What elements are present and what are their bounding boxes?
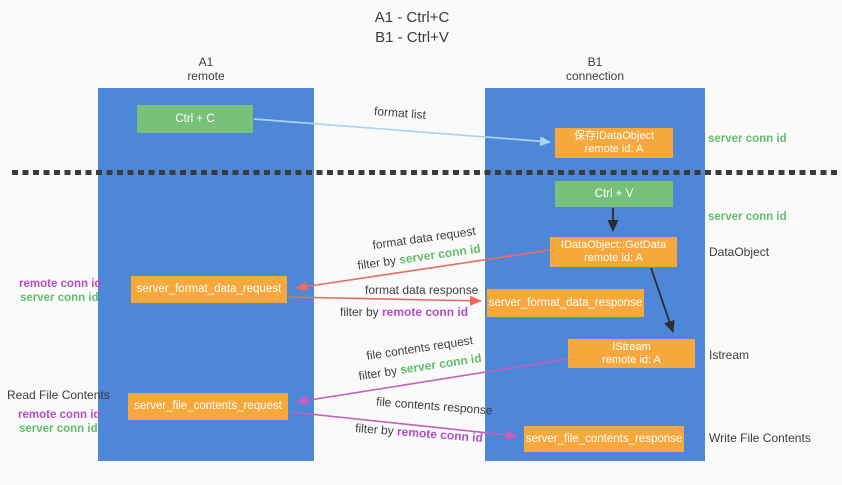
left-server-conn-id-label-2: server conn id: [19, 423, 98, 435]
getdata-box: IDataObject::GetData remote id: A: [550, 237, 677, 267]
diagram-title: A1 - Ctrl+C B1 - Ctrl+V: [0, 8, 824, 48]
file-contents-response-label: file contents response: [375, 394, 494, 418]
left-remote-conn-id-label-2: remote conn id: [18, 409, 101, 421]
server-file-contents-request-label: server_file_contents_request: [134, 400, 282, 412]
title-line-1: A1 - Ctrl+C: [374, 9, 450, 26]
column-b-name: B1: [587, 55, 603, 69]
left-server-conn-id-label-1: server conn id: [20, 292, 99, 304]
format-data-response-arrow: [288, 295, 482, 306]
title-line-2: B1 - Ctrl+V: [375, 29, 449, 46]
save-idataobject-line2: remote id: A: [584, 143, 644, 155]
format-data-response-label: format data response: [365, 283, 479, 297]
server-format-data-response-label: server_format_data_response: [488, 296, 643, 309]
remote-conn-id-text: remote conn id: [396, 424, 484, 446]
istream-line1: IStream: [612, 340, 651, 353]
column-a-header: A1 remote: [98, 55, 314, 83]
column-b-header: B1 connection: [485, 55, 705, 83]
ctrl-c-box: Ctrl + C: [137, 105, 253, 133]
format-list-label: format list: [373, 103, 427, 123]
server-file-contents-response-box: server_file_contents_response: [524, 426, 684, 452]
save-idataobject-line1: 保存IDataObject: [573, 130, 655, 142]
left-remote-conn-id-label-1: remote conn id: [19, 278, 102, 290]
dotted-separator-line: [12, 170, 838, 175]
server-format-data-response-box: server_format_data_response: [487, 289, 644, 317]
read-file-contents-label: Read File Contents: [7, 388, 110, 402]
right-dataobject-label: DataObject: [709, 245, 770, 259]
right-istream-label: Istream: [709, 348, 750, 362]
column-b-subtitle: connection: [565, 69, 625, 83]
filter-by-text: filter by: [340, 305, 383, 319]
filter-by-text: filter by: [354, 420, 398, 439]
filter-by-remote-conn-id-label-1: filter by remote conn id: [340, 305, 468, 319]
column-a-name: A1: [198, 55, 214, 69]
column-a-subtitle: remote: [187, 69, 225, 83]
istream-box: IStream remote id: A: [568, 339, 695, 368]
server-format-data-request-label: server_format_data_request: [136, 283, 282, 295]
ctrl-v-label: Ctrl + V: [594, 187, 634, 200]
right-server-conn-id-label-1: server conn id: [708, 133, 787, 145]
right-server-conn-id-label-2: server conn id: [708, 211, 787, 223]
right-write-file-contents-label: Write File Contents: [709, 431, 811, 445]
save-idataobject-box: 保存IDataObject remote id: A: [555, 128, 673, 158]
ctrl-c-label: Ctrl + C: [175, 112, 215, 125]
getdata-line2: remote id: A: [584, 252, 643, 264]
filter-by-text: filter by: [357, 363, 402, 384]
server-format-data-request-box: server_format_data_request: [131, 276, 287, 303]
getdata-line1: IDataObject::GetData: [560, 239, 667, 251]
istream-line2: remote id: A: [602, 353, 661, 366]
filter-by-text: filter by: [356, 252, 401, 273]
remote-conn-id-text: remote conn id: [382, 305, 469, 319]
server-file-contents-request-box: server_file_contents_request: [128, 393, 288, 420]
server-file-contents-response-label: server_file_contents_response: [525, 432, 683, 445]
ctrl-v-box: Ctrl + V: [555, 181, 673, 207]
filter-by-remote-conn-id-label-2: filter by remote conn id: [355, 421, 484, 445]
